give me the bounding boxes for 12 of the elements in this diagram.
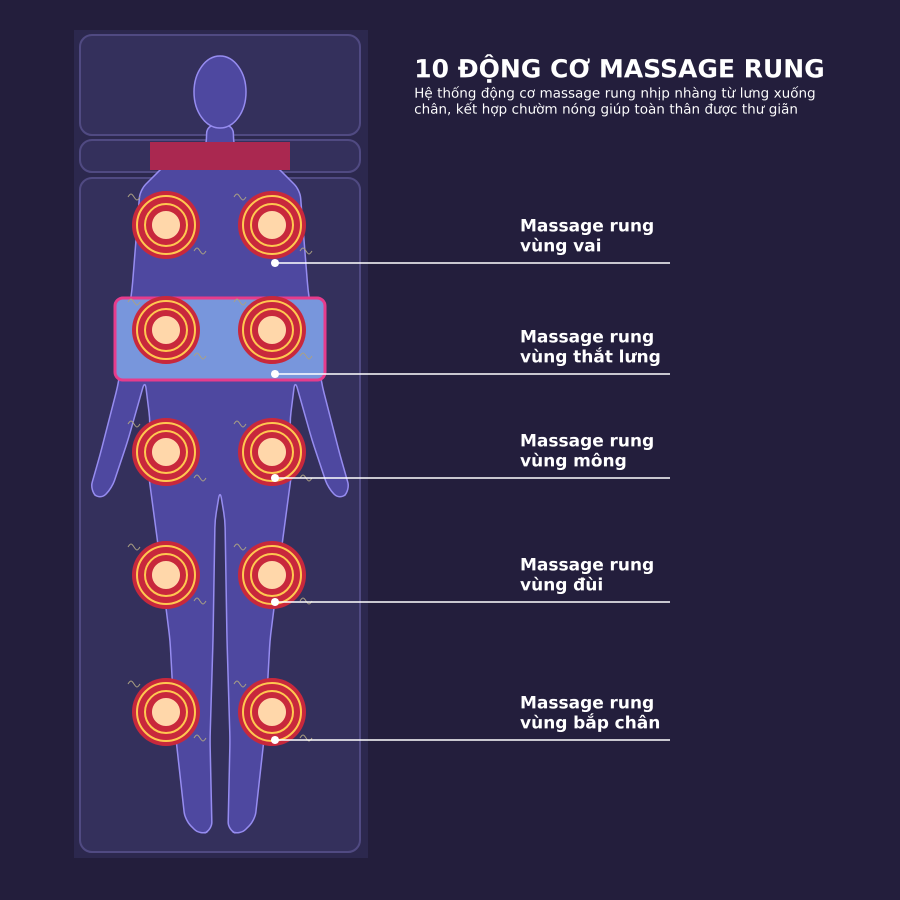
title: 10 ĐỘNG CƠ MASSAGE RUNG <box>417 54 823 83</box>
marker-dot <box>271 598 279 606</box>
region-label: Massage rung vùng thắt lưng <box>520 330 660 366</box>
region-label: Massage rung vùng vai <box>520 218 653 256</box>
region-label: Massage rung vùng bắp chân <box>520 696 660 732</box>
marker-dot <box>271 474 279 482</box>
marker-dot <box>271 370 279 378</box>
marker-dot <box>271 259 279 267</box>
region-label: Massage rung vùng mông <box>520 434 653 470</box>
description: Hệ thống động cơ massage rung nhịp nhàng từ lưng xuống chân, kết hợp chườm nóng giúp toàn thân được thư giãn <box>414 86 814 116</box>
region-label: Massage rung vùng đùi <box>520 558 653 594</box>
marker-dot <box>271 736 279 744</box>
